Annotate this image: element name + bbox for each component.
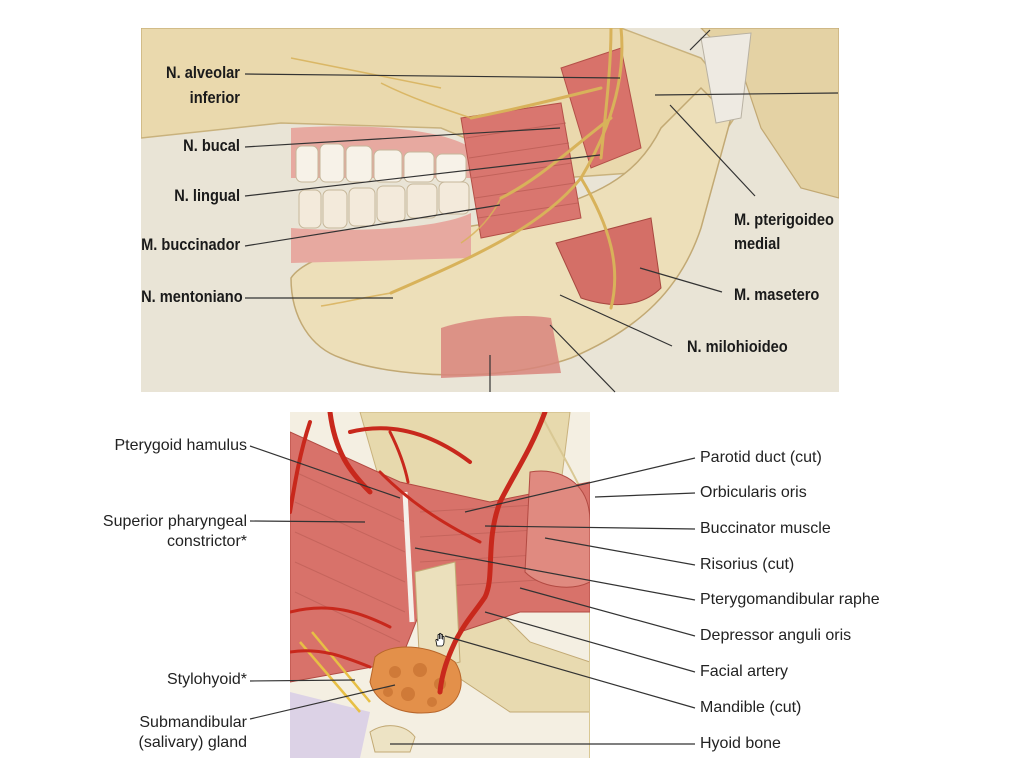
label-n-alveolar-line2: inferior xyxy=(189,88,240,107)
label-submandibular-gland: Submandibular (salivary) gland xyxy=(40,713,247,753)
label-buccinator-muscle: Buccinator muscle xyxy=(700,520,831,537)
label-n-alveolar-inferior: N. alveolar inferior xyxy=(141,63,240,108)
label-parotid-duct: Parotid duct (cut) xyxy=(700,449,822,466)
label-superior-line2: constrictor* xyxy=(166,533,247,550)
label-n-alveolar-line1: N. alveolar xyxy=(166,63,240,82)
label-pterygoid-hamulus: Pterygoid hamulus xyxy=(114,437,247,454)
label-n-lingual: N. lingual xyxy=(174,186,240,205)
hand-cursor-icon xyxy=(435,632,445,647)
label-submandibular-line2: (salivary) gland xyxy=(138,734,247,751)
label-orbicularis-oris: Orbicularis oris xyxy=(700,484,807,501)
label-mandible: Mandible (cut) xyxy=(700,699,802,716)
label-m-pterigoideo-line2: medial xyxy=(734,234,781,253)
label-m-pterigoideo-line1: M. pterigoideo xyxy=(734,210,834,229)
label-risorius: Risorius (cut) xyxy=(700,556,795,573)
label-pterygomandibular-raphe: Pterygomandibular raphe xyxy=(700,591,880,608)
label-stylohyoid: Stylohyoid* xyxy=(166,671,247,688)
label-m-buccinador: M. buccinador xyxy=(141,235,241,254)
label-superior-pharyngeal-constrictor: Superior pharyngeal constrictor* xyxy=(40,512,247,552)
label-submandibular-line1: Submandibular xyxy=(139,714,247,731)
label-n-milohioideo: N. milohioideo xyxy=(687,337,788,356)
label-m-pterigoideo-medial: M. pterigoideo medial xyxy=(734,210,834,254)
label-n-mentoniano: N. mentoniano xyxy=(141,287,243,306)
label-hyoid-bone: Hyoid bone xyxy=(700,735,781,752)
bottom-anatomy-illustration xyxy=(290,412,590,758)
label-n-bucal: N. bucal xyxy=(183,136,240,155)
label-depressor-anguli-oris: Depressor anguli oris xyxy=(700,627,852,644)
label-facial-artery: Facial artery xyxy=(700,663,789,680)
label-m-masetero: M. masetero xyxy=(734,285,820,304)
label-superior-line1: Superior pharyngeal xyxy=(102,513,247,530)
